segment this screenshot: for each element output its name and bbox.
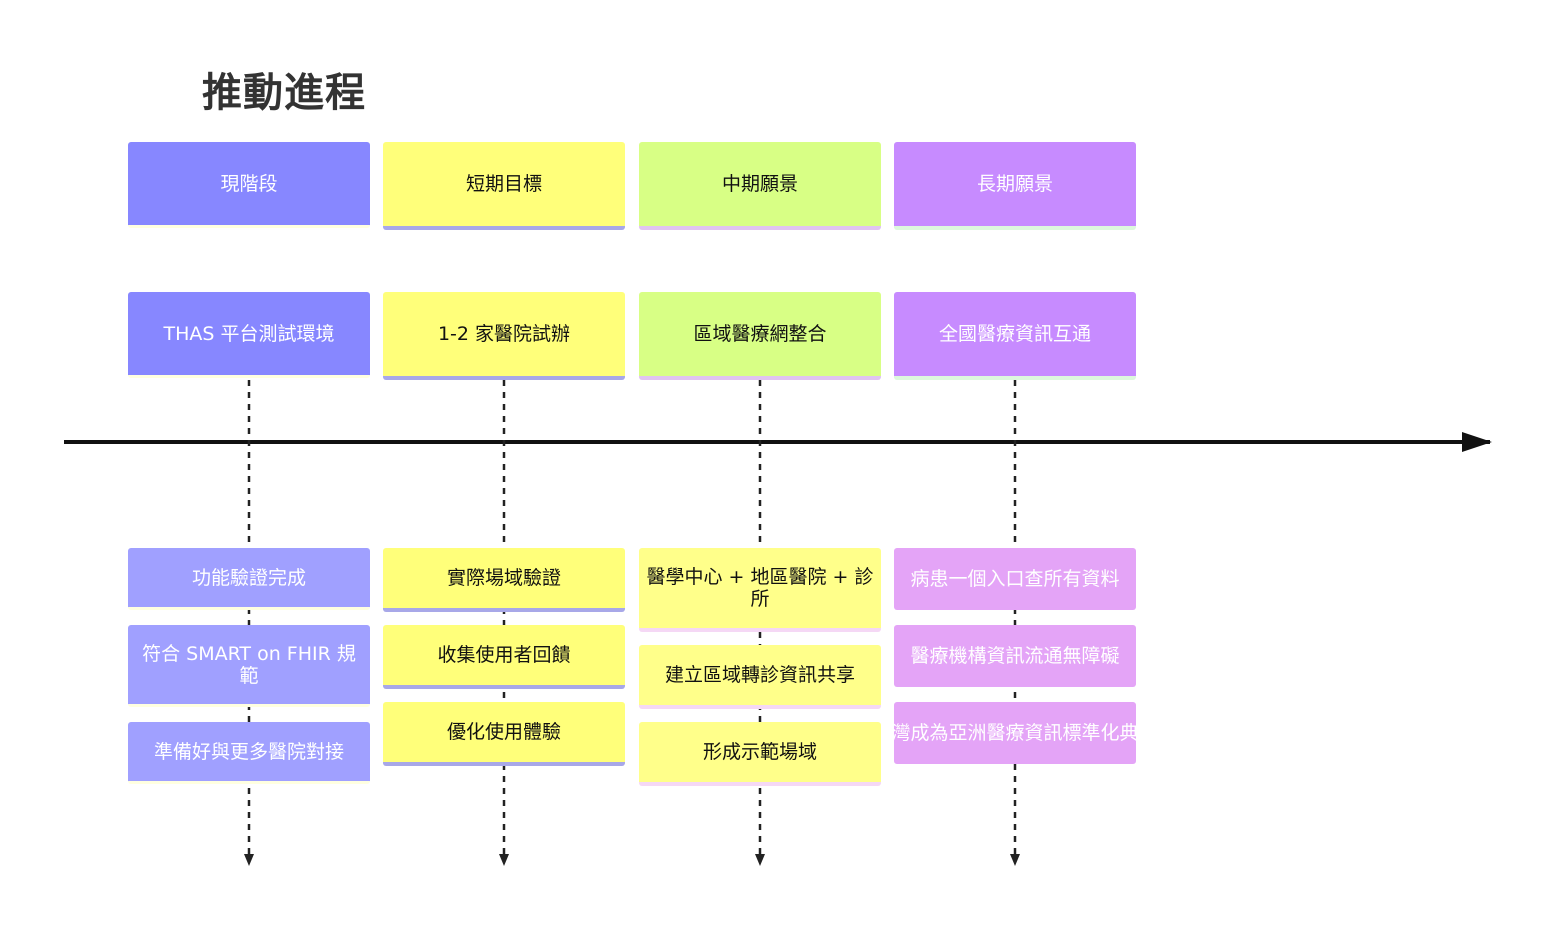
- timeline-arrowhead: [1462, 432, 1492, 452]
- item-field-verification: 實際場域驗證: [383, 548, 625, 612]
- connector-arrowhead-4: [1010, 854, 1020, 866]
- item-referral-info-sharing: 建立區域轉診資訊共享: [639, 645, 881, 709]
- phase-header-current: 現階段: [128, 142, 370, 228]
- phase-header-long-term: 長期願景: [894, 142, 1136, 230]
- item-collect-feedback: 收集使用者回饋: [383, 625, 625, 689]
- phase-header-short-term: 短期目標: [383, 142, 625, 230]
- item-medical-centers-clinics: 醫學中心 + 地區醫院 + 診所: [639, 548, 881, 632]
- item-ready-more-hospitals: 準備好與更多醫院對接: [128, 722, 370, 784]
- item-demo-field: 形成示範場域: [639, 722, 881, 786]
- connector-arrowhead-3: [755, 854, 765, 866]
- connector-arrowhead-2: [499, 854, 509, 866]
- item-function-verified: 功能驗證完成: [128, 548, 370, 610]
- diagram-title: 推動進程: [202, 70, 366, 116]
- item-asia-standardization-model: 台灣成為亞洲醫療資訊標準化典範: [894, 702, 1136, 764]
- item-smart-on-fhir: 符合 SMART on FHIR 規範: [128, 625, 370, 707]
- milestone-pilot-hospitals: 1-2 家醫院試辦: [383, 292, 625, 380]
- item-optimize-ux: 優化使用體驗: [383, 702, 625, 766]
- item-single-patient-portal: 病患一個入口查所有資料: [894, 548, 1136, 610]
- milestone-national-interoperability: 全國醫療資訊互通: [894, 292, 1136, 380]
- connector-arrowhead-1: [244, 854, 254, 866]
- milestone-regional-network: 區域醫療網整合: [639, 292, 881, 380]
- phase-header-mid-term: 中期願景: [639, 142, 881, 230]
- item-barrier-free-info-flow: 醫療機構資訊流通無障礙: [894, 625, 1136, 687]
- milestone-thas-platform: THAS 平台測試環境: [128, 292, 370, 378]
